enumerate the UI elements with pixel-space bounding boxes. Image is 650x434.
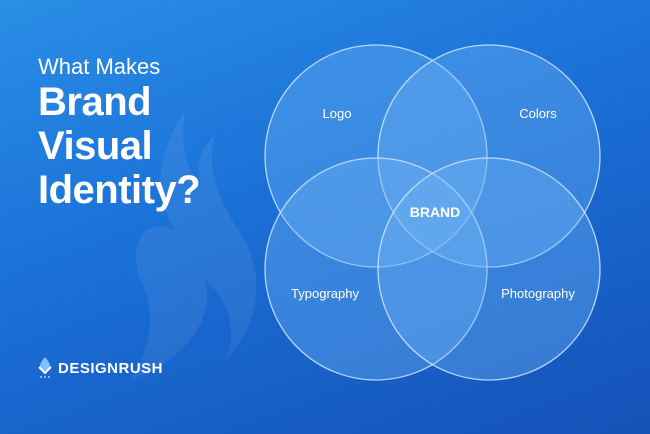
venn-diagram: Logo Colors Typography Photography BRAND xyxy=(264,44,601,381)
heading-block: What Makes Brand Visual Identity? xyxy=(38,54,201,212)
venn-label-typography: Typography xyxy=(291,286,359,301)
designrush-logo: DESIGNRUSH xyxy=(38,357,163,379)
venn-center-label: BRAND xyxy=(410,204,461,220)
venn-circle-photography xyxy=(377,157,601,381)
venn-label-photography: Photography xyxy=(501,286,575,301)
designrush-logo-text: DESIGNRUSH xyxy=(58,359,164,377)
venn-circle-colors xyxy=(377,44,601,268)
venn-circle-typography xyxy=(264,157,488,381)
venn-label-colors: Colors xyxy=(519,106,557,121)
heading-title-line-3: Identity? xyxy=(38,168,201,212)
heading-title-line-2: Visual xyxy=(38,124,153,168)
venn-circle-logo xyxy=(264,44,488,268)
venn-label-logo: Logo xyxy=(323,106,352,121)
designrush-logo-icon xyxy=(38,357,52,378)
heading-title-line-1: Brand xyxy=(38,80,152,124)
heading-subtitle: What Makes xyxy=(38,54,161,79)
